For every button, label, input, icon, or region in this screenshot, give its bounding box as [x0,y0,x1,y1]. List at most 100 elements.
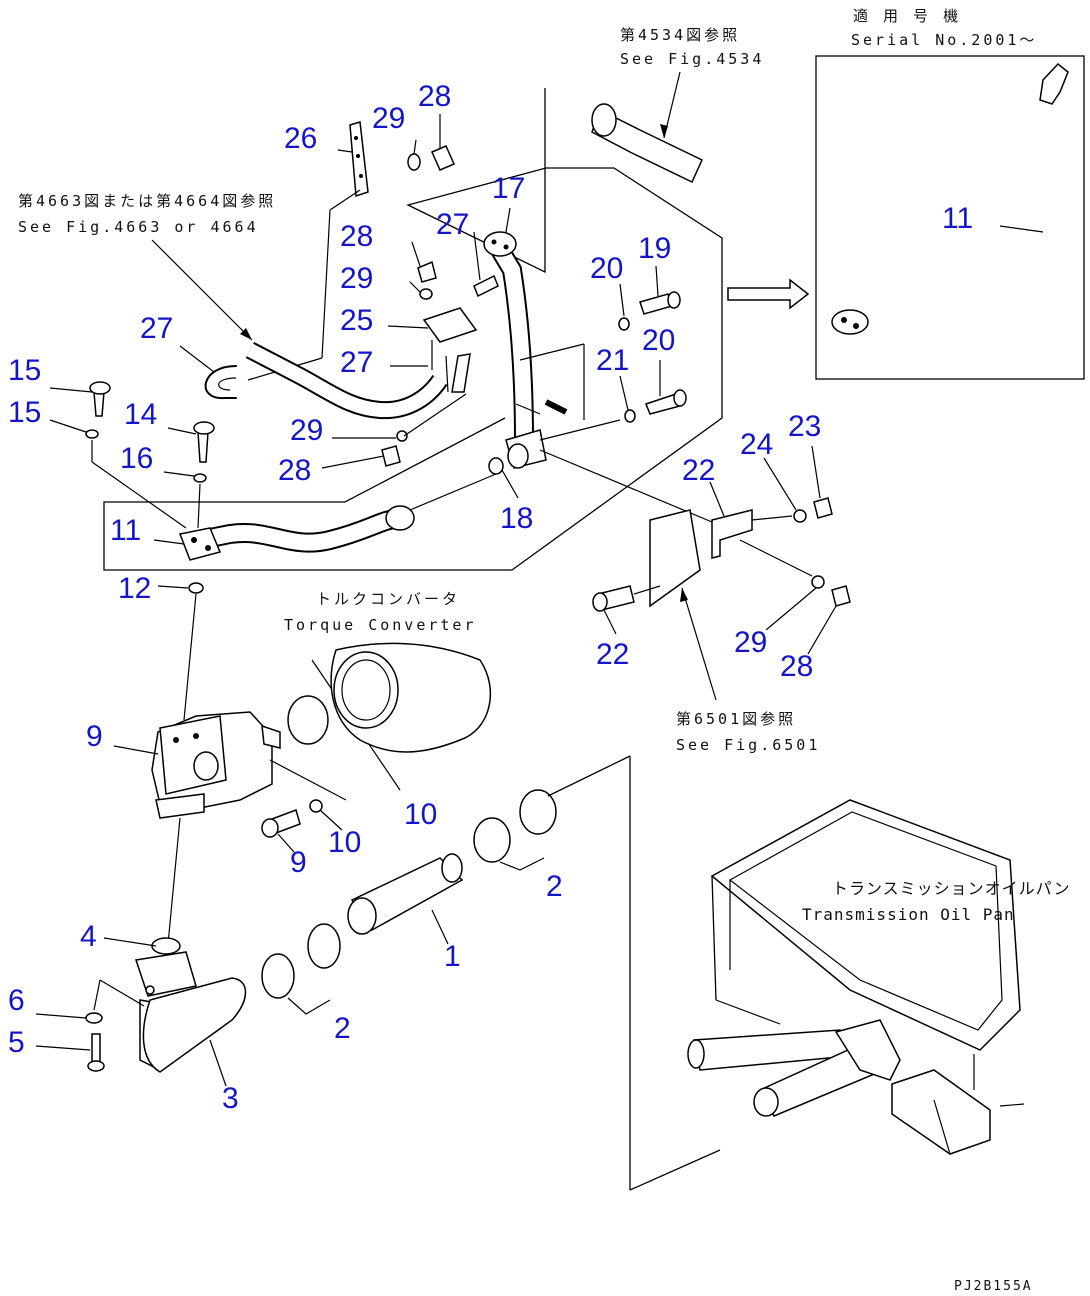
washer-20b [624,409,636,423]
pan-side-bottom [715,999,781,1025]
callout-26: 26 [284,122,317,155]
drawing-code: PJ2B155A [954,1279,1033,1294]
support-6501 [649,509,701,608]
washer-29 [407,153,421,171]
torque-jp: トルクコンバータ [316,590,460,608]
hole [491,239,497,245]
leader-12-7 [183,593,197,721]
pan-tube-lower-end [753,1087,779,1117]
torque-en: Torque Converter [284,616,477,634]
callout-28-top: 28 [418,80,451,113]
washer-29b [419,288,433,300]
serial-note-jp: 適 用 号 機 [853,7,961,25]
washer-24 [793,509,807,523]
hose-group [85,789,557,1073]
ref-4663: 第4663図または第4664図参照 See Fig.4663 or 4664 [18,192,273,341]
upper-pipe-group [204,121,478,467]
leader [197,483,201,529]
callout-28-mid: 28 [340,220,373,253]
gasket-8 [287,695,329,745]
converter-port [333,651,399,729]
bracket-21-group: 第6501図参照 See Fig.6501 [592,497,851,754]
pump-7 [151,711,347,945]
callout-3: 3 [222,1082,239,1115]
elbow-3-body [142,977,247,1073]
inset-pipe-elbow [1039,62,1069,105]
washer-15 [85,429,99,439]
callout-23: 23 [788,410,821,443]
hole [354,136,358,140]
callout-18: 19 [638,232,671,265]
pan-frame-top [547,755,631,797]
bolt-5-head [87,1060,105,1072]
serial-note-en: Serial No.2001〜 [851,31,1037,49]
bolt-9-head [261,818,279,838]
leader [329,189,361,211]
pan-fitting [834,1019,901,1081]
callout-2-right: 2 [546,870,563,903]
clamp-2d [307,923,341,969]
pan-jp: トランスミッションオイルパン [832,879,1070,898]
pump-bolt [173,737,179,743]
pan-leg-2 [999,1103,1025,1107]
converter-port-inner [341,659,391,721]
elbow-3-flange [135,951,197,997]
leader [321,209,331,359]
ref4663-leader [151,239,253,341]
inset-pipe-body [849,100,1050,336]
callout-7: 9 [86,720,103,753]
bolt-13-head [193,421,215,435]
pipe-16-end [507,443,529,469]
leader-2a [499,857,545,871]
leader [93,979,101,1011]
pan-rim [710,799,1021,1051]
callout-21: 22 [682,454,715,487]
washer-6 [85,1012,103,1024]
nut-28b [417,260,437,283]
bolt-19-head [673,389,687,407]
leader [99,979,145,1007]
pipe-11-group [85,381,497,721]
callout-11: 11 [110,514,141,547]
pump-shaft [261,724,281,749]
inset-flange-hole [853,323,859,329]
ref6501-jp: 第6501図参照 [676,710,796,728]
callout-1: 1 [444,940,461,973]
pan-drain-edge [933,1099,951,1155]
callout-16: 17 [492,172,525,205]
callout-15-left: 15 [8,396,41,429]
hole [503,244,509,250]
hose-1-end [347,897,377,935]
ref6501-leader [681,587,717,701]
callout-2-left: 2 [334,1012,351,1045]
pipe-11-body [198,510,402,551]
callout-14: 15 [8,354,41,387]
callout-4: 4 [80,920,97,953]
ref4663-en: See Fig.4663 or 4664 [18,218,259,236]
gasket-4 [151,937,181,955]
hose-1-far-end [441,853,463,883]
callout-17: 18 [500,502,533,535]
leader [751,515,793,521]
leader [91,461,187,529]
plate-26 [349,121,369,198]
inset-flange [831,309,869,335]
bolt-13 [197,431,209,463]
ref4534-en: See Fig.4534 [620,50,764,68]
inset-serial-variant: 適 用 号 機 Serial No.2001〜 [815,7,1085,380]
pump-bolt [193,733,199,739]
hose-stub-flange [591,103,617,137]
callout-20-low: 21 [596,344,629,377]
callout-29-mid: 29 [340,262,373,295]
callout-25: 25 [340,304,373,337]
callout-27-mid: 27 [436,208,469,241]
clamp-2c [261,953,295,999]
bolt-22-head [592,592,608,612]
pan-drain-block [891,1069,991,1155]
pump-foot [155,793,205,819]
pump-port [193,751,219,781]
callout-leaders [35,114,837,1087]
bolt [544,399,568,415]
leader [403,393,467,437]
